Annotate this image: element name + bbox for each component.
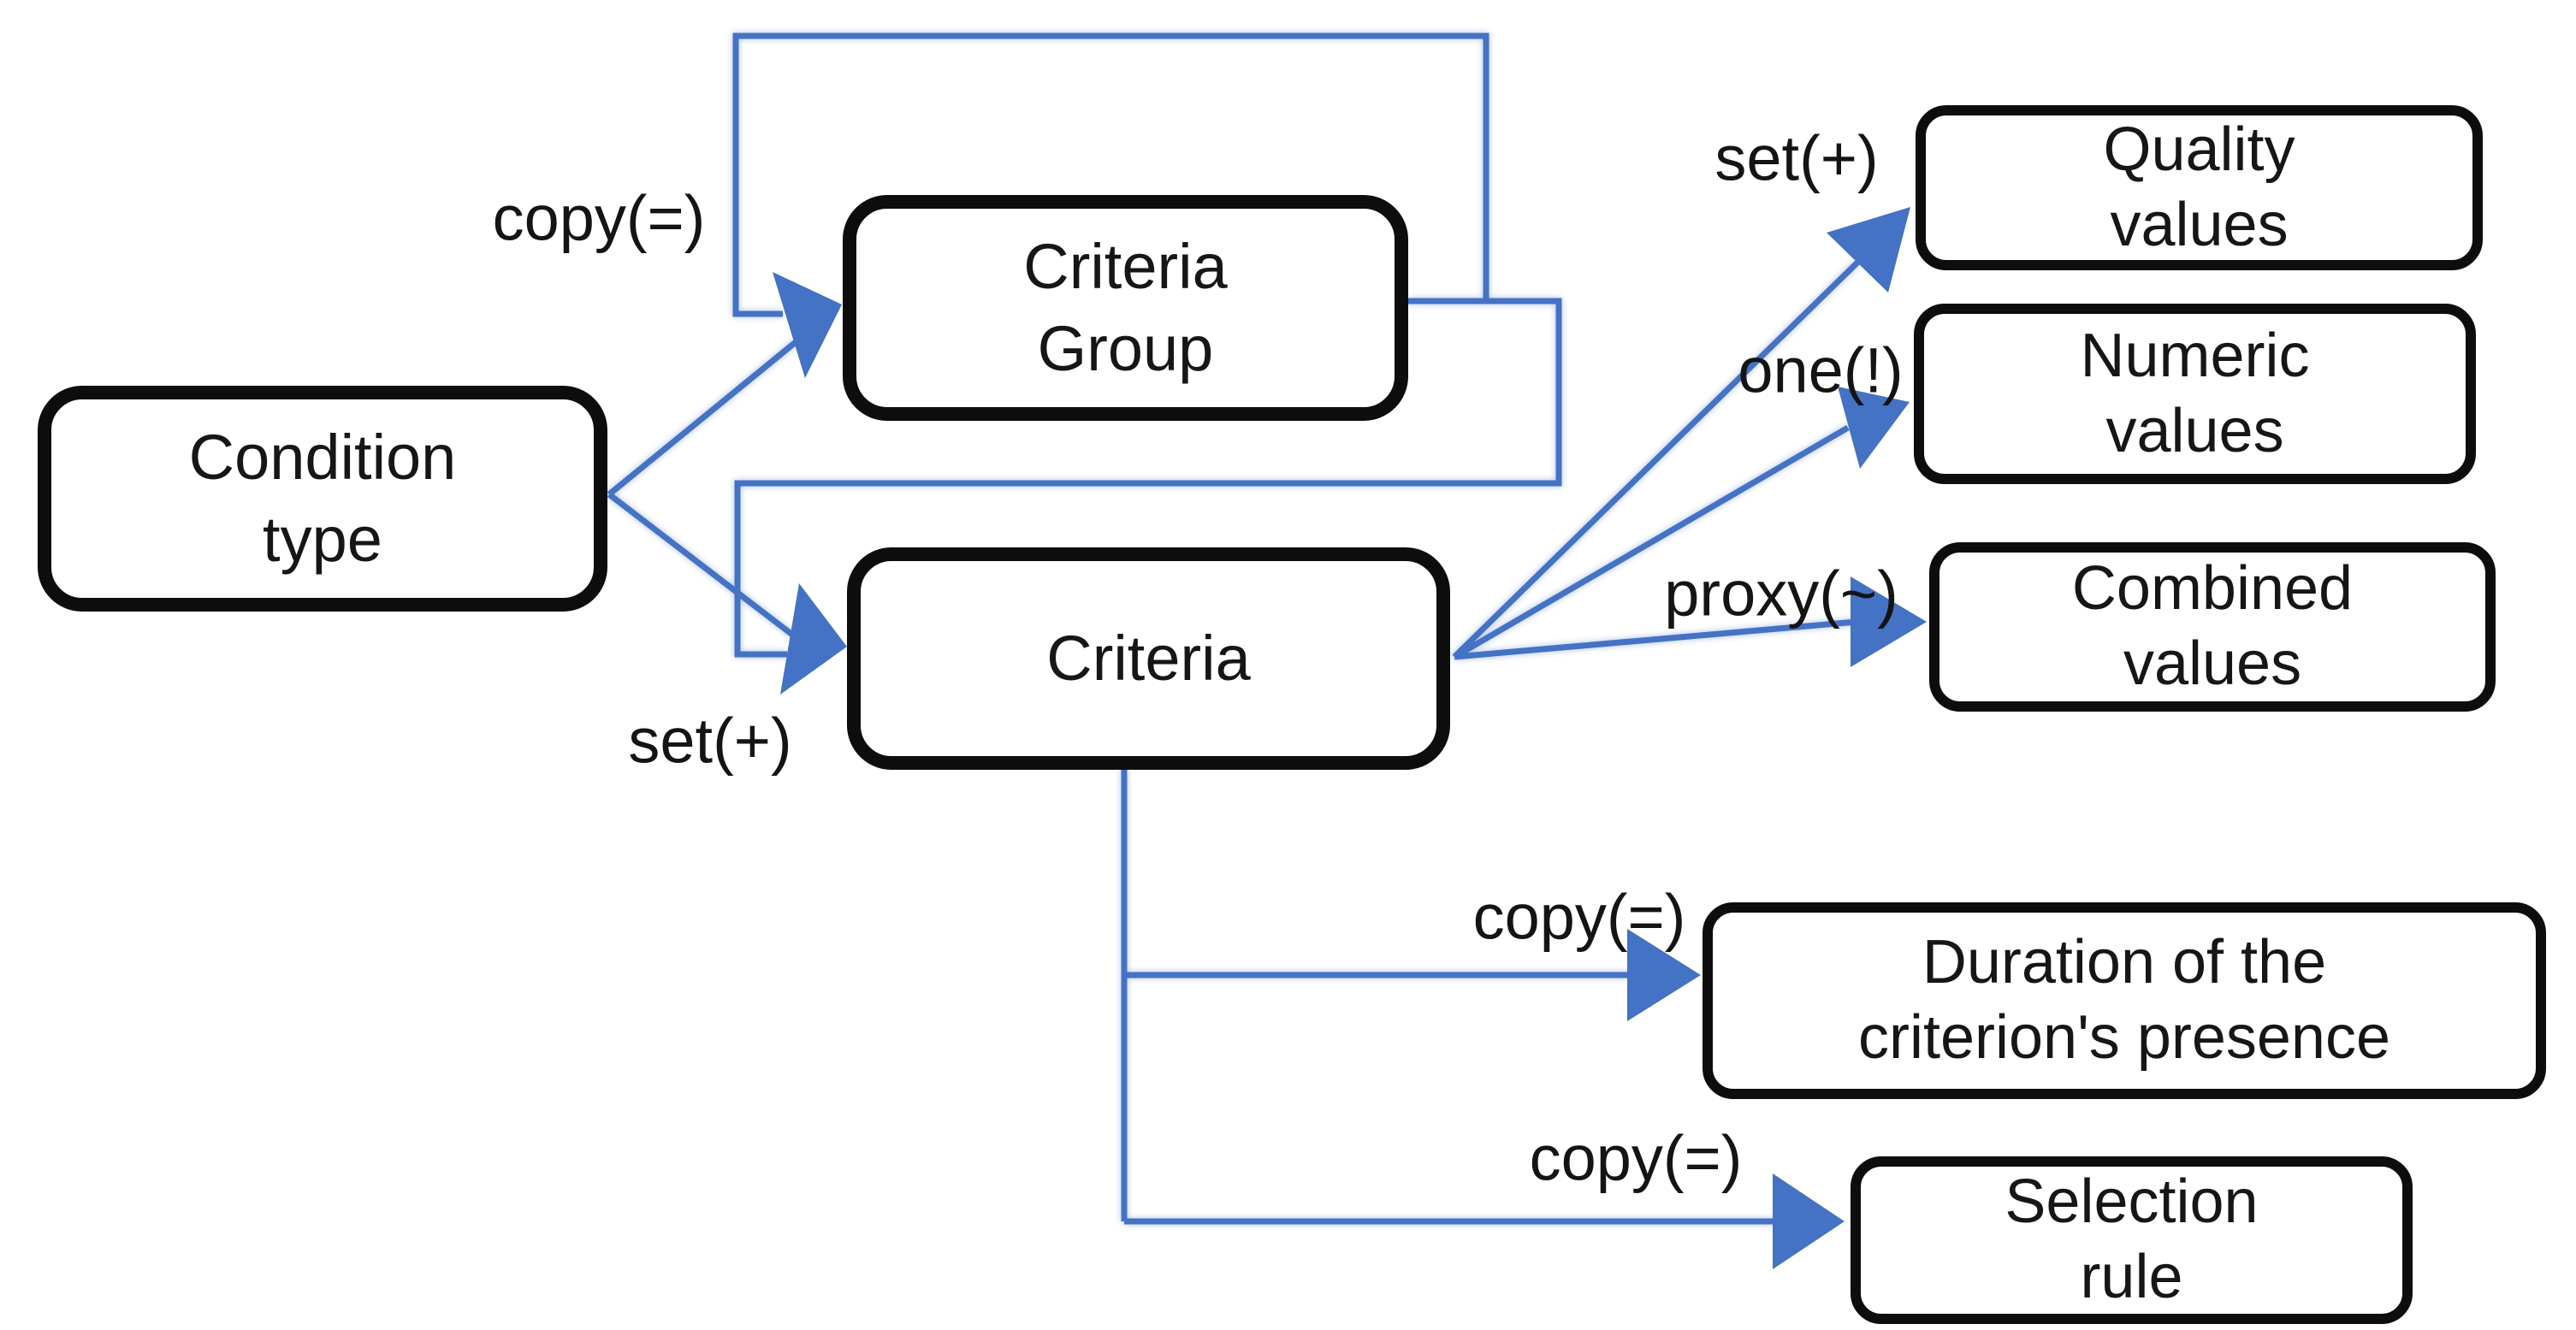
edge-label-copy-criteria-to-duration: copy(=) (1472, 881, 1686, 953)
node-condition-type-label: Condition type (188, 421, 457, 575)
edge-label-one-criteria-to-numeric: one(!) (1738, 334, 1904, 406)
node-combined-values: Combined values (1929, 542, 2496, 712)
arrowhead-into-combined-values (1851, 576, 1927, 667)
edge-line-condition-to-criteria (607, 492, 798, 640)
arrowhead-into-duration (1627, 929, 1701, 1021)
arrowhead-into-numeric-values (1838, 387, 1910, 469)
arrowhead-into-criteria (780, 583, 847, 695)
node-quality-values-label: Quality values (2103, 115, 2295, 259)
node-quality-values: Quality values (1916, 105, 2483, 270)
node-criteria-group: Criteria Group (843, 195, 1408, 421)
edge-line-criteria-to-numeric (1453, 424, 1850, 660)
node-criteria: Criteria (847, 547, 1450, 770)
edge-line-criteria-to-combined (1454, 618, 1857, 660)
node-duration: Duration of the criterion's presence (1703, 902, 2546, 1099)
arrowhead-into-criteria-group (773, 272, 842, 378)
node-combined-values-label: Combined values (2071, 554, 2354, 698)
node-selection-rule-label: Selection rule (2005, 1167, 2259, 1311)
node-selection-rule: Selection rule (1851, 1156, 2413, 1324)
node-criteria-group-label: Criteria Group (1023, 230, 1228, 384)
arrowhead-into-quality-values (1827, 207, 1910, 293)
node-condition-type: Condition type (38, 386, 607, 612)
edge-label-copy-condition-to-criteria-group: copy(=) (492, 182, 706, 254)
arrowhead-into-selection-rule (1773, 1173, 1845, 1269)
node-numeric-values: Numeric values (1914, 304, 2476, 484)
edge-label-set-criteria-to-quality: set(+) (1714, 122, 1879, 194)
edge-label-set-condition-to-criteria: set(+) (628, 705, 792, 777)
edge-line-criteria-to-quality (1452, 260, 1860, 659)
node-criteria-label: Criteria (1046, 622, 1251, 694)
node-duration-label: Duration of the criterion's presence (1857, 928, 2391, 1072)
edge-label-proxy-criteria-to-combined: proxy(~) (1664, 558, 1898, 630)
node-numeric-values-label: Numeric values (2080, 321, 2310, 465)
edge-line-criteria-group-to-criteria (734, 298, 1562, 658)
edge-line-condition-to-criteria-group (607, 340, 798, 497)
edge-label-copy-criteria-to-selection: copy(=) (1529, 1122, 1743, 1194)
